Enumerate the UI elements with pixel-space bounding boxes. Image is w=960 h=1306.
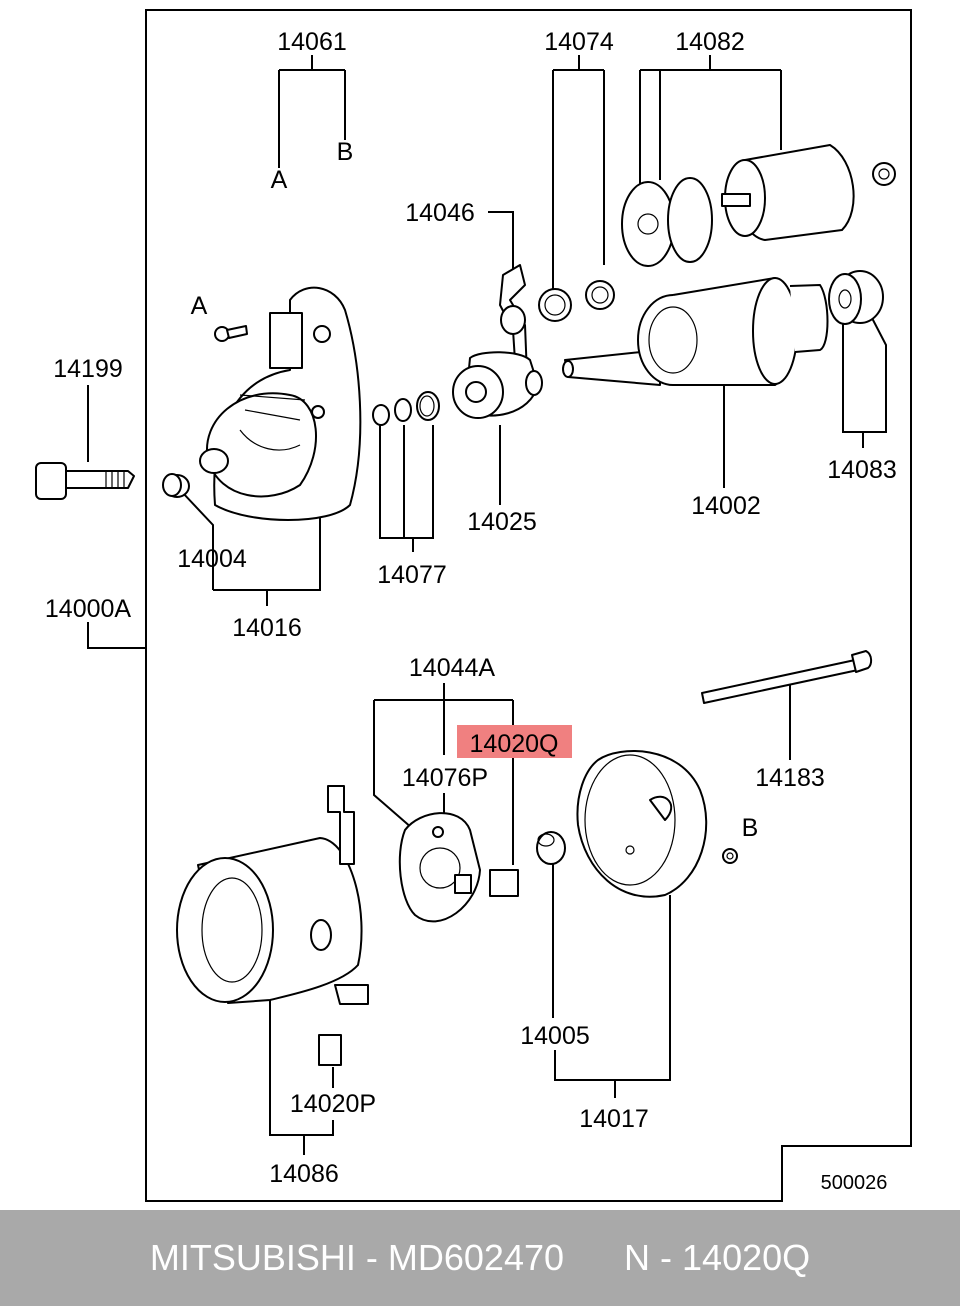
pinion-14025	[452, 351, 543, 419]
footer-gap	[564, 1237, 624, 1279]
part-number: MD602470	[387, 1237, 565, 1278]
highlight-14020Q	[457, 725, 572, 758]
brand-name: MITSUBISHI	[149, 1237, 356, 1278]
callout-14061	[278, 55, 346, 168]
diagram-position: N - 14020Q	[624, 1237, 811, 1278]
label-14016: 14016	[232, 614, 302, 642]
footer-separator	[356, 1237, 366, 1279]
brand-partnumber-separator: -	[365, 1237, 378, 1278]
bolt-14199	[35, 462, 135, 500]
spring-14074	[538, 280, 615, 322]
label-14199: 14199	[53, 355, 123, 383]
label-14020Q: 14020Q	[470, 730, 559, 758]
label-14000A: 14000A	[45, 595, 132, 623]
callout-14077	[379, 425, 434, 552]
rear-bracket-14017	[576, 750, 708, 898]
brush-holder-14076P	[398, 812, 519, 923]
label-14074: 14074	[544, 28, 614, 56]
callout-14017	[554, 895, 671, 1098]
label-b-top: B	[337, 138, 354, 166]
callout-14086	[269, 1000, 334, 1155]
parts-diagram: 14061 A B 14074 14082 14046 A 14199 1400…	[35, 9, 912, 1202]
solenoid-14082	[621, 144, 896, 267]
part-info-footer: MITSUBISHI - MD602470 N - 14020Q	[0, 1210, 960, 1306]
label-14017: 14017	[579, 1105, 649, 1133]
callout-14044A	[373, 683, 514, 865]
bushing-14004	[162, 473, 190, 498]
screw-a	[214, 325, 248, 342]
label-b-nut: B	[742, 814, 759, 842]
label-14076P: 14076P	[402, 764, 488, 792]
label-14004: 14004	[177, 545, 247, 573]
lever-14046	[499, 264, 528, 377]
label-a-top: A	[271, 166, 288, 194]
label-14025: 14025	[467, 508, 537, 536]
bushing-14005	[536, 831, 566, 865]
callout-14082	[639, 55, 782, 185]
callout-14016	[213, 515, 321, 606]
label-14183: 14183	[755, 764, 825, 792]
washer-14083	[828, 270, 884, 325]
label-14086: 14086	[269, 1160, 339, 1188]
diagram-frame	[145, 9, 912, 1202]
callout-14046	[488, 211, 514, 270]
label-14044A: 14044A	[409, 654, 496, 682]
callout-14074	[552, 55, 605, 290]
label-14002: 14002	[691, 492, 761, 520]
callout-14000A	[87, 622, 146, 649]
callout-14083	[842, 317, 887, 448]
diagram-reference-number: 500026	[821, 1172, 888, 1194]
label-14083: 14083	[827, 456, 897, 484]
label-14005: 14005	[520, 1022, 590, 1050]
washers-14077	[372, 391, 440, 426]
callout-14004	[181, 491, 214, 590]
armature-14002	[562, 277, 829, 386]
label-14077: 14077	[377, 561, 447, 589]
label-a-bolt: A	[191, 292, 208, 320]
label-14046: 14046	[405, 199, 475, 227]
label-14082: 14082	[675, 28, 745, 56]
nut-b	[722, 848, 738, 864]
yoke-14086	[176, 785, 369, 1005]
label-14020P: 14020P	[290, 1090, 376, 1118]
label-14061: 14061	[277, 28, 347, 56]
footer-separator-2	[378, 1237, 388, 1279]
clip-14020P	[318, 1034, 342, 1066]
through-bolt-14183	[701, 650, 873, 704]
front-housing-14016	[199, 286, 362, 521]
